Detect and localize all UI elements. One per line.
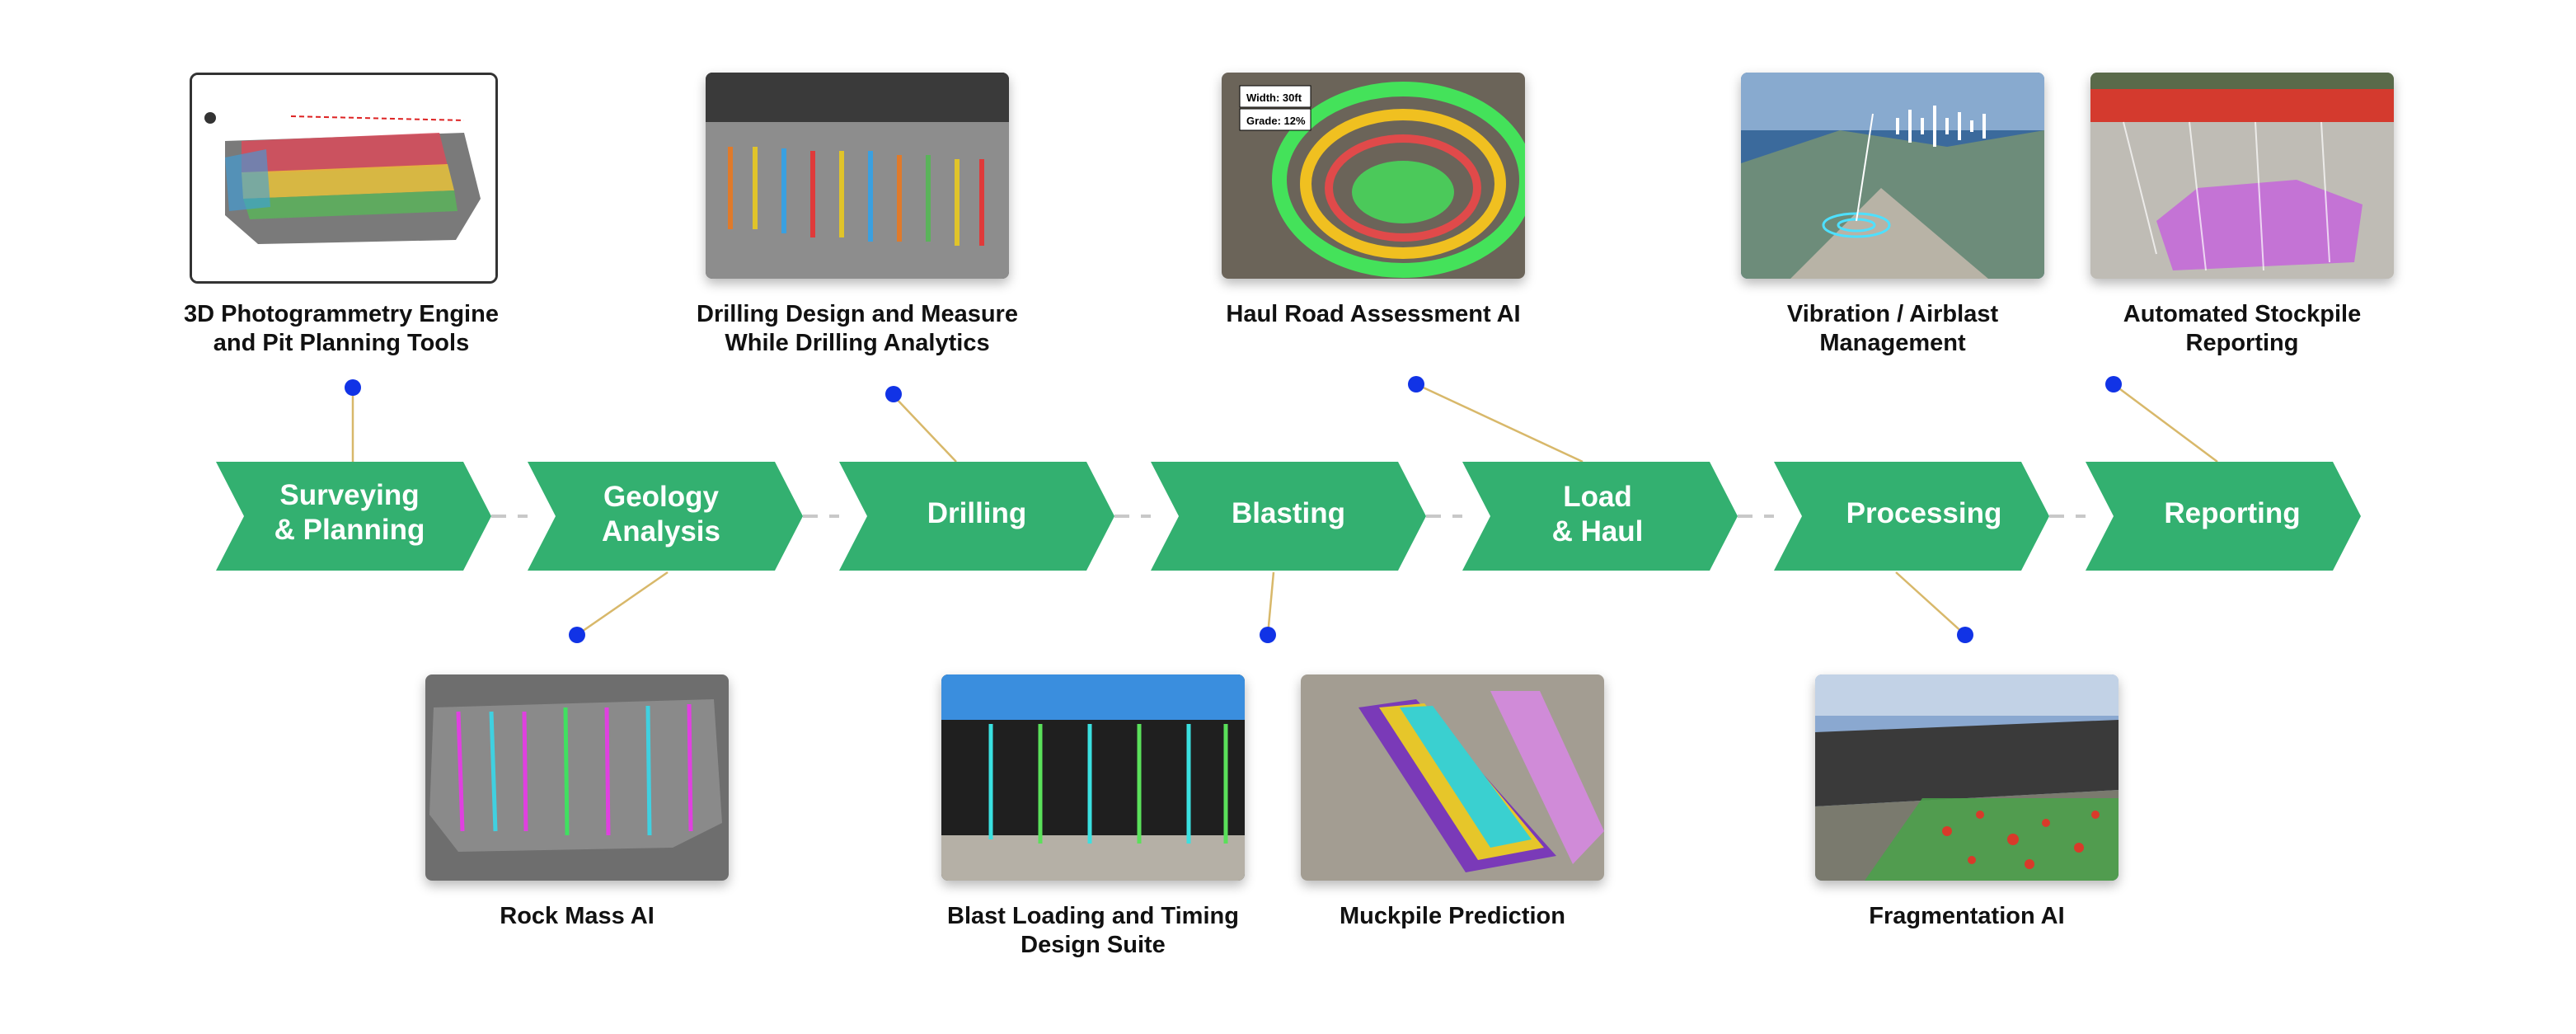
image-stockpile (2090, 73, 2394, 279)
chevron-surveying (216, 462, 491, 571)
chevron-geology (528, 462, 803, 571)
timeline-dot (569, 627, 585, 643)
tool-label-muckpile: Muckpile Prediction (1340, 903, 1565, 929)
timeline-dot (1260, 627, 1276, 643)
stage-label-reporting: Reporting (2164, 497, 2301, 529)
timeline-dot (1957, 627, 1973, 643)
tool-label-rock-mass: Rock Mass AI (500, 903, 655, 929)
image-haul-road: Width: 30ft Grade: 12% (1222, 73, 1525, 279)
image-blast-loading (941, 674, 1245, 881)
image-drilling-design (706, 73, 1009, 279)
chevron-reporting (2086, 462, 2361, 571)
image-fragmentation (1815, 674, 2119, 881)
svg-text:Grade: 12%: Grade: 12% (1246, 115, 1306, 127)
stage-label-load-haul: Load& Haul (1551, 481, 1644, 548)
chevron-processing (1774, 462, 2049, 571)
timeline-dot (885, 386, 902, 402)
stage-label-surveying: Surveying& Planning (274, 479, 425, 546)
stage-label-drilling: Drilling (927, 497, 1027, 529)
tool-label-haul-road: Haul Road Assessment AI (1226, 301, 1521, 327)
image-vibration (1741, 73, 2044, 279)
timeline-dot (1408, 376, 1424, 392)
image-muckpile (1301, 674, 1604, 881)
timeline-dot (345, 379, 361, 396)
image-rock-mass (425, 674, 729, 881)
chevron-drilling (839, 462, 1114, 571)
connector-lines (351, 383, 2218, 637)
chevron-load-haul (1462, 462, 1738, 571)
chevron-blasting (1151, 462, 1426, 571)
tool-label-fragmentation: Fragmentation AI (1869, 903, 2065, 929)
stage-label-blasting: Blasting (1231, 497, 1346, 529)
timeline-dot (2105, 376, 2122, 392)
chevrons (216, 462, 2361, 571)
stage-label-processing: Processing (1846, 497, 2002, 529)
image-photogrammetry (190, 73, 498, 284)
svg-text:Width: 30ft: Width: 30ft (1246, 92, 1302, 104)
